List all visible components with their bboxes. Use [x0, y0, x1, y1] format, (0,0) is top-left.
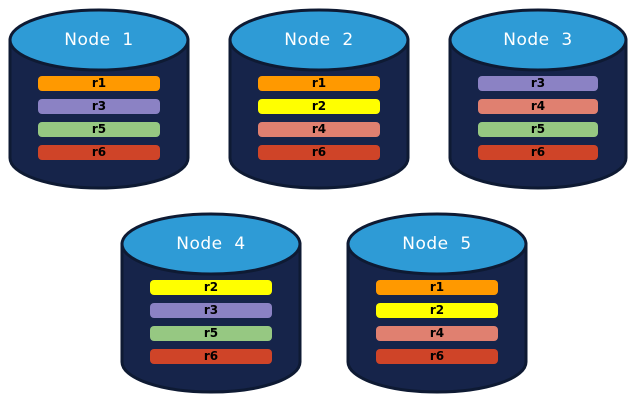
cylinder-top-ellipse	[228, 8, 410, 72]
replica-bar-r4[interactable]: r4	[477, 99, 599, 114]
replica-bar-r3[interactable]: r3	[38, 99, 160, 114]
replica-bar-r2[interactable]: r2	[376, 303, 498, 318]
replica-bar-r1[interactable]: r1	[38, 76, 160, 91]
replica-bar-r2[interactable]: r2	[258, 99, 380, 114]
replica-bar-r5[interactable]: r5	[477, 122, 599, 137]
cylinder-top-ellipse	[346, 212, 528, 276]
replica-bar-r6[interactable]: r6	[258, 145, 380, 160]
cylinder-top-ellipse	[448, 8, 628, 72]
replica-bar-r3[interactable]: r3	[477, 76, 599, 91]
replica-bar-r4[interactable]: r4	[376, 326, 498, 341]
replica-bar-r6[interactable]: r6	[477, 145, 599, 160]
replica-list: r1 r2 r4 r6	[346, 280, 528, 364]
cylinder-top-ellipse	[8, 8, 190, 72]
replica-bar-r1[interactable]: r1	[258, 76, 380, 91]
replica-bar-r4[interactable]: r4	[258, 122, 380, 137]
replica-list: r1 r2 r4 r6	[228, 76, 410, 160]
replica-bar-r1[interactable]: r1	[376, 280, 498, 295]
replica-bar-r6[interactable]: r6	[150, 349, 272, 364]
replica-bar-r5[interactable]: r5	[38, 122, 160, 137]
replica-list: r1 r3 r5 r6	[8, 76, 190, 160]
replica-list: r2 r3 r5 r6	[120, 280, 302, 364]
replica-bar-r6[interactable]: r6	[38, 145, 160, 160]
cylinder-top-ellipse	[120, 212, 302, 276]
replica-list: r3 r4 r5 r6	[448, 76, 628, 160]
replica-bar-r5[interactable]: r5	[150, 326, 272, 341]
replica-bar-r3[interactable]: r3	[150, 303, 272, 318]
replica-bar-r2[interactable]: r2	[150, 280, 272, 295]
replica-bar-r6[interactable]: r6	[376, 349, 498, 364]
